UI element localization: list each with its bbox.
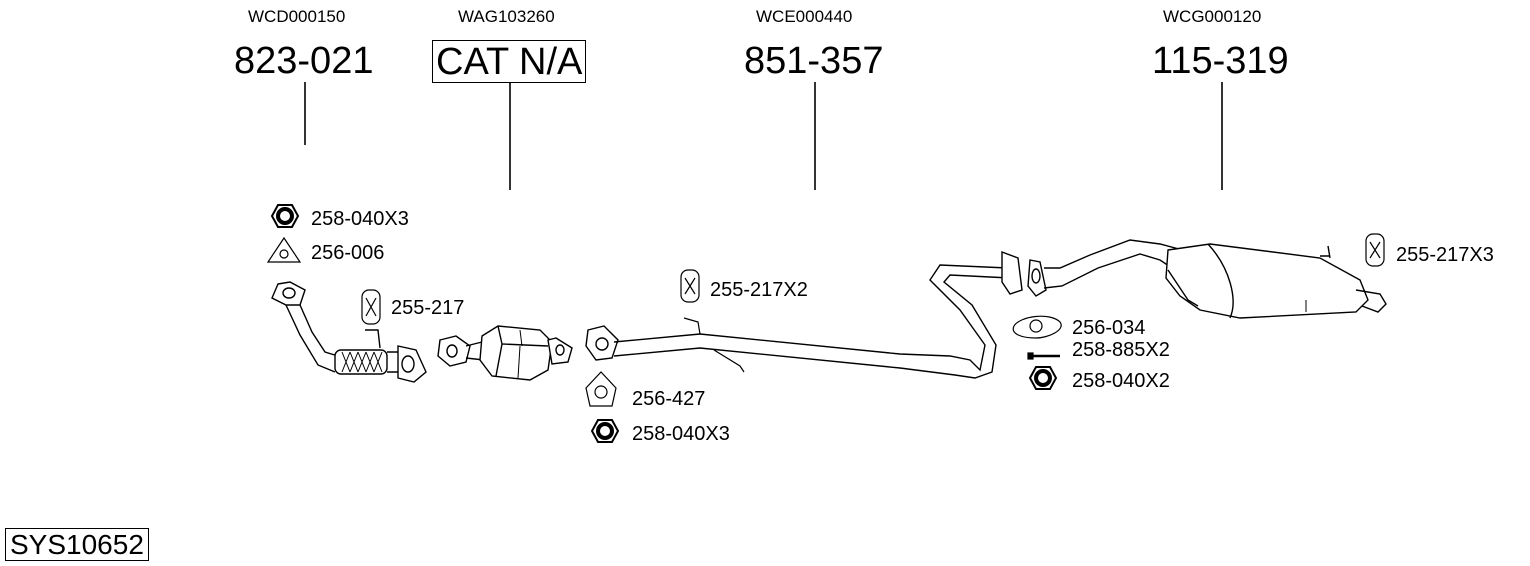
component-code: WCD000150 bbox=[248, 7, 346, 26]
fitting-label: 256-034 bbox=[1072, 317, 1146, 339]
rubber-mount-icon bbox=[1365, 233, 1385, 267]
fitting-label: 256-427 bbox=[632, 388, 706, 410]
fitting-label: 255-217X2 bbox=[710, 279, 808, 301]
rubber-mount-icon bbox=[680, 269, 700, 303]
component-code: WCE000440 bbox=[756, 7, 853, 26]
triangular-gasket-icon bbox=[266, 236, 302, 263]
rear-silencer-part bbox=[1027, 239, 1387, 319]
part-number: 851-357 bbox=[744, 40, 884, 82]
part-number: 823-021 bbox=[234, 40, 374, 82]
part-number: 115-319 bbox=[1152, 40, 1289, 82]
fitting-label: 255-217X3 bbox=[1396, 244, 1494, 266]
fitting-label: 258-040X3 bbox=[311, 208, 409, 230]
oval-gasket-icon bbox=[1012, 315, 1062, 339]
hex-nut-icon bbox=[270, 204, 300, 228]
part-number: CAT N/A bbox=[432, 40, 587, 83]
intermediate-pipe-part bbox=[585, 250, 1023, 379]
front-pipe-part bbox=[271, 281, 427, 383]
triangular-gasket-icon bbox=[585, 371, 617, 407]
rubber-mount-icon bbox=[361, 289, 381, 325]
fitting-label: 258-040X3 bbox=[632, 423, 730, 445]
component-code: WCG000120 bbox=[1163, 7, 1262, 26]
fitting-label: 256-006 bbox=[311, 242, 385, 264]
catalytic-converter-part bbox=[437, 325, 573, 381]
component-code: WAG103260 bbox=[458, 7, 555, 26]
fitting-label: 258-040X2 bbox=[1072, 370, 1170, 392]
hex-nut-icon bbox=[590, 419, 620, 443]
fitting-label: 255-217 bbox=[391, 297, 465, 319]
bolt-icon bbox=[1027, 352, 1060, 360]
system-id-label: SYS10652 bbox=[5, 528, 149, 561]
fitting-label: 258-885X2 bbox=[1072, 339, 1170, 361]
hex-nut-icon bbox=[1028, 366, 1058, 390]
